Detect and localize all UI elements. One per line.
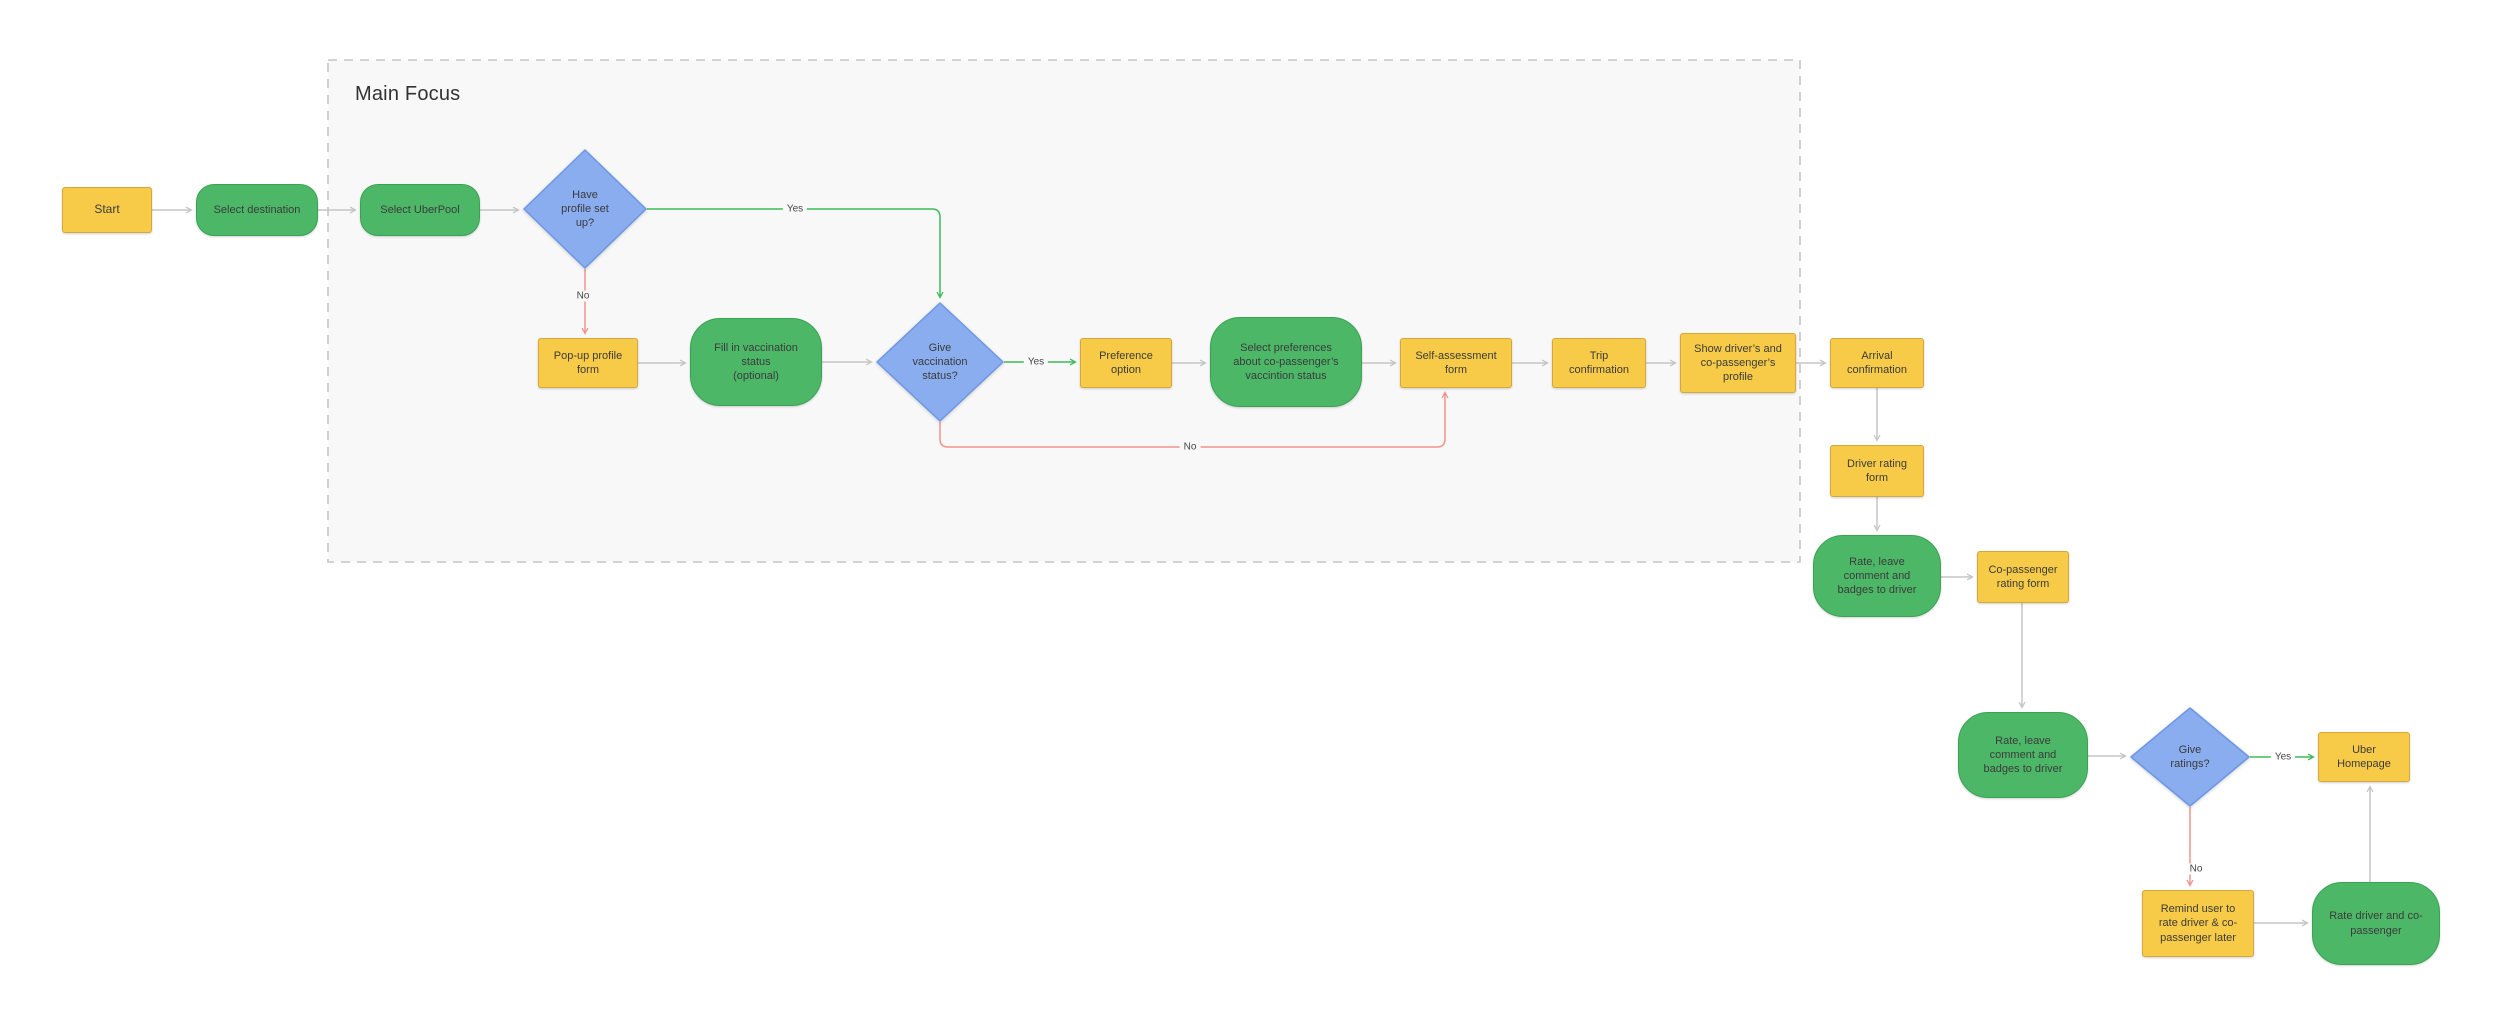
edge-label-giveratings-yes[interactable]: Yes [2270, 751, 2296, 763]
edge-label-profile-yes[interactable]: Yes [782, 203, 808, 215]
node-rate-driver-copassenger[interactable]: Rate driver and co- passenger [2312, 882, 2440, 965]
diamond-shape [523, 149, 647, 269]
node-label: Select destination [213, 203, 301, 216]
node-label: Rate driver and co- passenger [2329, 910, 2423, 937]
node-trip-confirmation[interactable]: Trip confirmation [1552, 338, 1646, 388]
node-start[interactable]: Start [62, 187, 152, 233]
node-label: Show driver’s and co-passenger’s profile [1694, 342, 1782, 384]
node-co-passenger-rating-form[interactable]: Co-passenger rating form [1977, 551, 2069, 603]
diamond-shape [876, 302, 1004, 422]
node-label: Have profile set up? [561, 188, 609, 230]
node-select-preferences[interactable]: Select preferences about co-passenger’s … [1210, 317, 1362, 407]
node-label: Select UberPool [380, 203, 460, 216]
node-self-assessment-form[interactable]: Self-assessment form [1400, 338, 1512, 388]
edge-label-vaccination-no[interactable]: No [1179, 441, 1201, 453]
node-select-uberpool[interactable]: Select UberPool [360, 184, 480, 236]
node-rate-driver-2[interactable]: Rate, leave comment and badges to driver [1958, 712, 2088, 798]
node-label: Trip confirmation [1569, 349, 1629, 376]
node-label: Driver rating form [1847, 457, 1907, 484]
edge-label-profile-no[interactable]: No [572, 290, 594, 302]
node-label: Co-passenger rating form [1988, 563, 2058, 590]
node-give-ratings[interactable]: Give ratings? [2130, 707, 2250, 807]
node-label: Preference option [1099, 349, 1153, 376]
node-label: Arrival confirmation [1847, 349, 1907, 376]
node-remind-user[interactable]: Remind user to rate driver & co- passeng… [2142, 890, 2254, 957]
node-label: Fill in vaccination status (optional) [714, 341, 798, 383]
node-label: Rate, leave comment and badges to driver [1983, 734, 2063, 776]
main-focus-title[interactable]: Main Focus [355, 83, 461, 105]
node-popup-profile-form[interactable]: Pop-up profile form [538, 338, 638, 388]
node-label: Pop-up profile form [553, 349, 623, 376]
node-label: Uber Homepage [2337, 743, 2391, 770]
node-arrival-confirmation[interactable]: Arrival confirmation [1830, 338, 1924, 388]
node-driver-rating-form[interactable]: Driver rating form [1830, 445, 1924, 497]
node-label: Give ratings? [2170, 743, 2210, 770]
node-label: Remind user to rate driver & co- passeng… [2158, 903, 2238, 944]
node-preference-option[interactable]: Preference option [1080, 338, 1172, 388]
node-give-vaccination-status[interactable]: Give vaccination status? [876, 302, 1004, 422]
node-label: Give vaccination status? [912, 341, 968, 383]
node-have-profile-setup[interactable]: Have profile set up? [523, 149, 647, 269]
node-rate-driver-1[interactable]: Rate, leave comment and badges to driver [1813, 535, 1941, 617]
node-label: Self-assessment form [1415, 349, 1497, 376]
node-label: Rate, leave comment and badges to driver [1837, 555, 1917, 597]
node-fill-vaccination-status[interactable]: Fill in vaccination status (optional) [690, 318, 822, 406]
diamond-shape [2130, 707, 2250, 807]
edge-label-vaccination-yes[interactable]: Yes [1023, 356, 1049, 368]
node-show-profiles[interactable]: Show driver’s and co-passenger’s profile [1680, 333, 1796, 393]
node-uber-homepage[interactable]: Uber Homepage [2318, 732, 2410, 782]
main-focus-section[interactable] [327, 59, 1801, 563]
node-select-destination[interactable]: Select destination [196, 184, 318, 236]
edge-profile-yes[interactable] [647, 208, 944, 299]
node-label: Select preferences about co-passenger’s … [1233, 341, 1339, 383]
node-label: Start [94, 202, 120, 217]
edge-label-giveratings-no[interactable]: No [2185, 863, 2207, 875]
